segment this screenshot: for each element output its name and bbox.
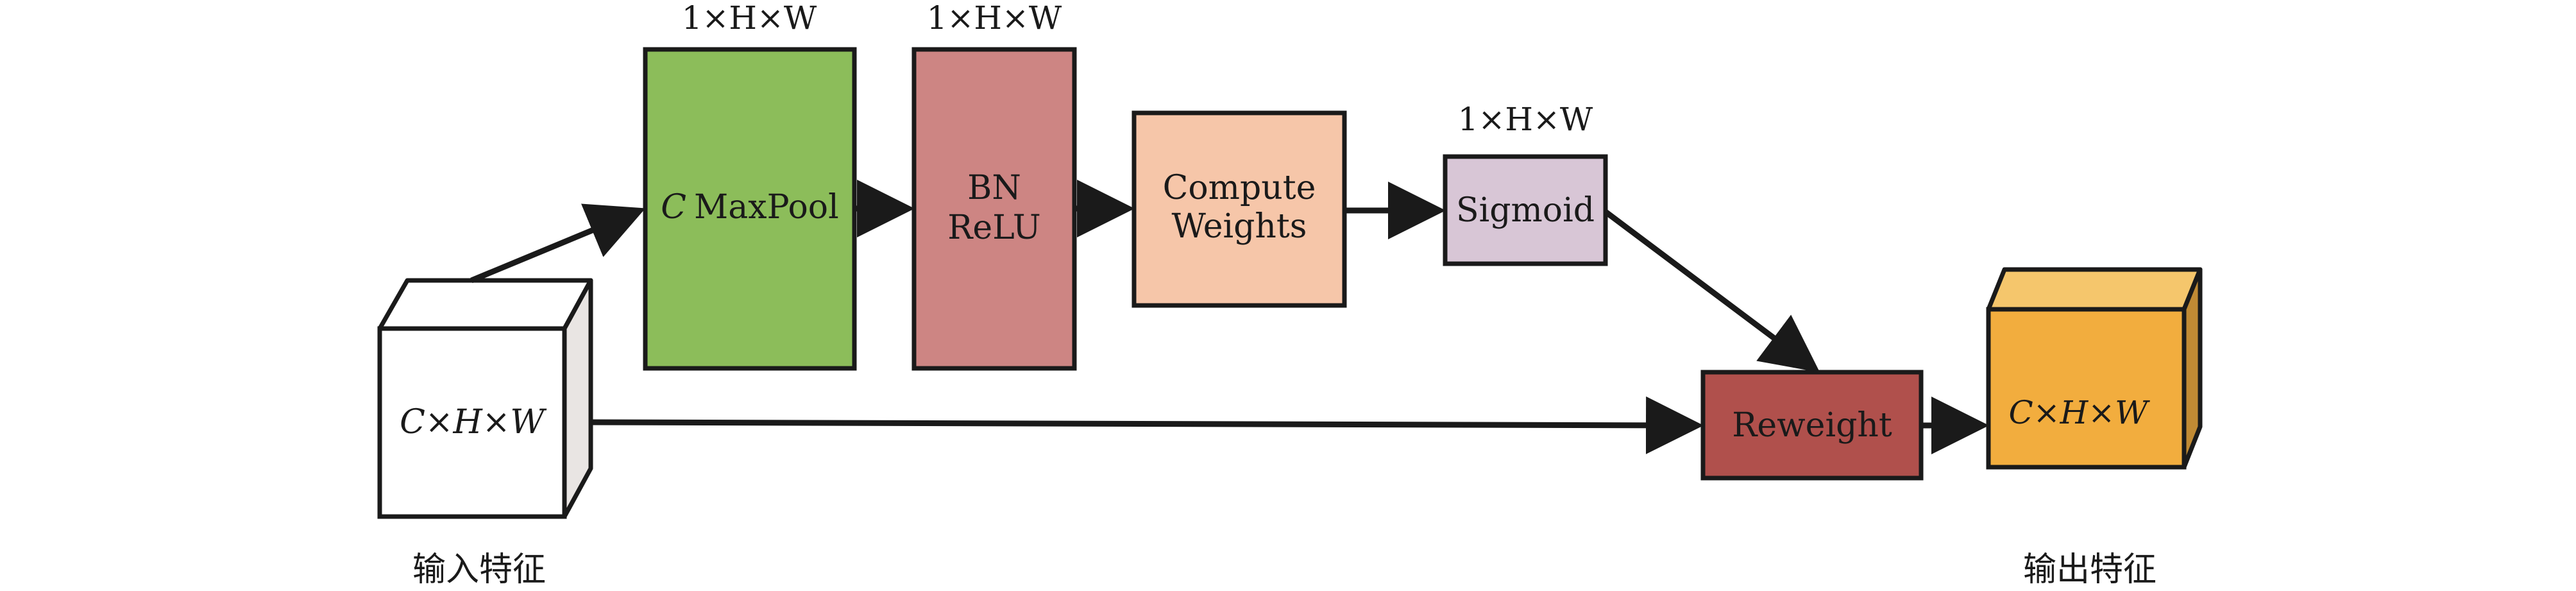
sigmoid-block [1443,154,1608,266]
output-caption: 输出特征 [2023,551,2157,589]
input-caption: 输入特征 [412,551,546,589]
compute-weights-line2: Weights [1172,207,1307,246]
sigmoid-label: Sigmoid [1456,191,1595,230]
input-feature-cube: C×H×W [377,278,593,519]
output-cube-front [1986,307,2187,470]
output-cube-label: C×H×W [2008,394,2150,431]
output-cube-top [1986,267,2203,312]
maxpool-label-c: C [661,188,686,227]
arrow-input-to-maxpool [470,203,646,284]
output-feature-cube: C×H×W [1986,267,2203,470]
bnrelu-dim-label: 1×H×W [927,0,1062,37]
maxpool-dim-label: 1×H×W [682,0,817,37]
arrow-input-to-reweight [590,396,1704,454]
arrow-sigmoid-to-reweight [1604,209,1820,373]
bnrelu-line2: ReLU [947,209,1040,247]
sigmoid-dim-label: 1×H×W [1458,101,1593,138]
bnrelu-line1: BN [967,169,1021,207]
arrows [470,180,1989,454]
input-cube-front [377,326,567,519]
input-cube-label: C×H×W [400,403,547,441]
bnrelu-block [911,47,1077,371]
output-cube-side [2182,267,2203,470]
reweight-label: Reweight [1732,406,1892,445]
maxpool-label-text: MaxPool [694,188,839,227]
input-cube-top [377,278,593,331]
compute-weights-line1: Compute [1163,169,1316,207]
